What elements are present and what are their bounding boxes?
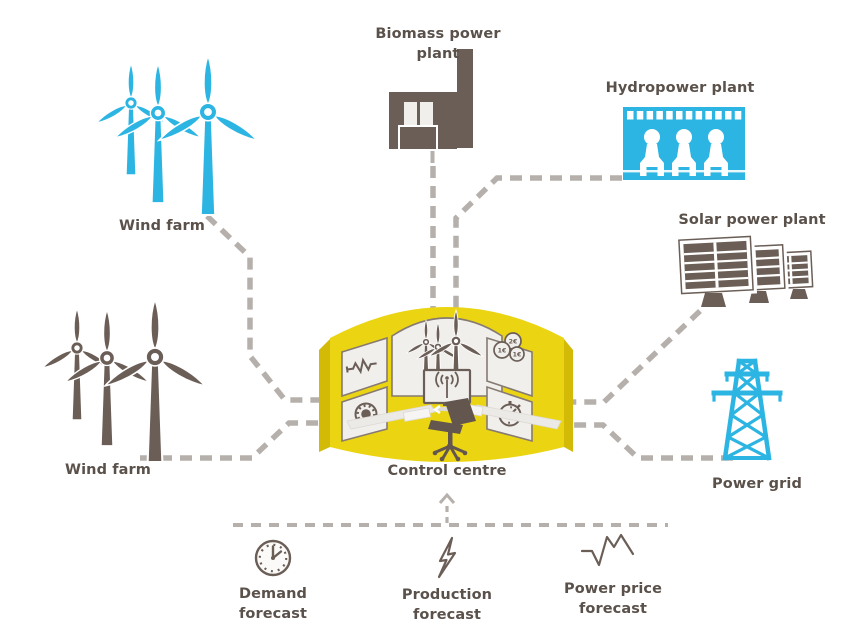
power-grid-node xyxy=(711,358,783,461)
wind-farm-bottom-node xyxy=(40,298,209,464)
hydropower-plant-node xyxy=(623,107,745,180)
screen-panel xyxy=(341,336,388,398)
price-line-icon xyxy=(580,533,635,567)
up-arrowhead-icon xyxy=(438,492,456,504)
power-price-forecast-item xyxy=(580,533,635,567)
solar-label: Solar power plant xyxy=(678,212,826,228)
edge-windtop-control xyxy=(205,214,336,403)
console-right-edge xyxy=(564,339,573,452)
control-centre-label: Control centre xyxy=(387,463,507,479)
euro-coins-icon: 2€ 1€ 1€ xyxy=(493,332,525,362)
clock-icon xyxy=(254,539,292,577)
coin-label: 1€ xyxy=(513,352,522,359)
control-centre-node: 2€ 1€ 1€ xyxy=(319,307,573,462)
console-left-edge xyxy=(319,339,330,452)
dam-turbines xyxy=(640,129,728,176)
window-icon xyxy=(420,102,433,129)
biomass-plant-node xyxy=(389,47,475,151)
edge-windbottom-control xyxy=(140,420,336,461)
coin-label: 1€ xyxy=(498,348,507,355)
demand-forecast-item xyxy=(254,539,292,577)
demand-forecast-label: Demand forecast xyxy=(238,586,308,622)
office-chair-icon xyxy=(428,398,476,462)
wind-turbine-icon xyxy=(101,298,209,464)
production-forecast-label: Production forecast xyxy=(401,587,493,623)
wind-turbine-icon xyxy=(155,54,261,217)
hydro-label: Hydropower plant xyxy=(605,80,755,96)
wind-top-label: Wind farm xyxy=(119,218,205,234)
wind-farm-top-node xyxy=(94,54,261,217)
panel-foot xyxy=(749,291,769,303)
edge-grid-control xyxy=(560,422,733,461)
lightning-icon xyxy=(437,536,457,579)
power-price-forecast-label: Power price forecast xyxy=(563,581,663,617)
forecast-feed-lines xyxy=(233,492,668,527)
window-icon xyxy=(404,102,417,129)
connection-lines xyxy=(140,149,733,461)
desk-tile xyxy=(402,407,431,422)
power-grid-label: Power grid xyxy=(712,476,802,492)
panel-foot xyxy=(701,293,726,307)
edge-hydro-control xyxy=(453,175,622,310)
coin-label: 2€ xyxy=(509,339,518,346)
production-forecast-item xyxy=(437,536,457,579)
transmission-tower-icon xyxy=(711,358,783,461)
wind-turbine-icon xyxy=(112,62,204,204)
dam-railing xyxy=(627,111,742,120)
solar-plant-node xyxy=(674,232,817,307)
panel-foot xyxy=(790,289,808,299)
dam-waterline xyxy=(623,170,745,173)
wind-bottom-label: Wind farm xyxy=(65,462,151,478)
line-graph-icon xyxy=(345,357,377,375)
edge-solar-control xyxy=(560,309,702,405)
solar-panel-icon xyxy=(674,232,758,298)
desk-edge xyxy=(472,404,562,430)
factory-front-icon xyxy=(398,125,438,151)
biomass-label: Biomass power plant xyxy=(375,26,501,62)
